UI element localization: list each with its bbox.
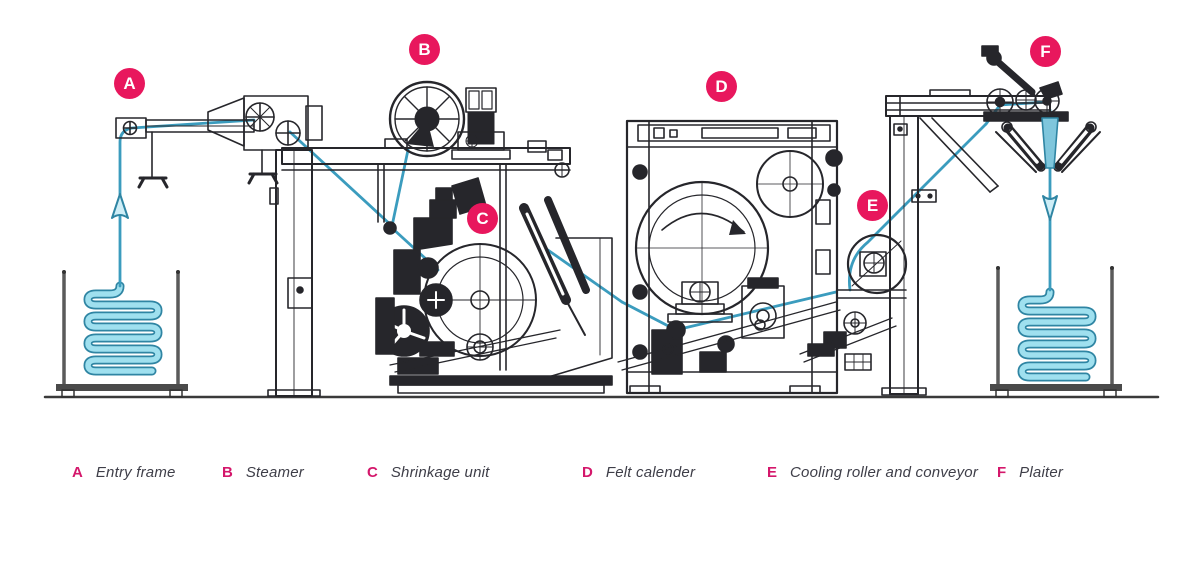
legend-label: Felt calender xyxy=(605,464,696,481)
legend-letter: D xyxy=(582,464,593,481)
left-fabric-cart xyxy=(56,270,188,398)
legend-letter: F xyxy=(997,464,1007,481)
right-fabric-pile xyxy=(1017,287,1097,382)
legend-label: Plaiter xyxy=(1019,464,1064,481)
steamer-table xyxy=(281,138,571,371)
fabric-direction-arrows xyxy=(111,193,1058,221)
marker-f: F xyxy=(1030,36,1061,67)
legend-item-a: A Entry frame xyxy=(72,464,176,481)
marker-e: E xyxy=(857,190,888,221)
legend-item-f: F Plaiter xyxy=(997,464,1063,481)
legend-label: Entry frame xyxy=(95,464,176,481)
right-fabric-cart xyxy=(990,266,1122,398)
legend-label: Cooling roller and conveyor xyxy=(790,464,979,481)
plaiter-drawing xyxy=(981,45,1101,173)
legend-label: Shrinkage unit xyxy=(390,464,490,481)
legend-item-c: C Shrinkage unit xyxy=(367,464,490,481)
felt-calender-drawing xyxy=(617,119,843,395)
steamer-drawing xyxy=(388,80,547,160)
fabric-path xyxy=(118,100,1052,332)
marker-a: A xyxy=(114,68,145,99)
legend-label: Steamer xyxy=(245,464,304,481)
exit-frame-drawing xyxy=(881,89,1051,396)
entry-frame-drawing xyxy=(115,95,323,397)
legend-letter: C xyxy=(367,464,378,481)
legend-letter: E xyxy=(767,464,778,481)
legend-item-d: D Felt calender xyxy=(582,464,695,481)
marker-d: D xyxy=(706,71,737,102)
shrinkage-unit-drawing xyxy=(375,177,613,394)
legend-letter: B xyxy=(222,464,233,481)
legend-item-b: B Steamer xyxy=(222,464,304,481)
cooling-roller-drawing xyxy=(799,233,908,371)
marker-b: B xyxy=(409,34,440,65)
legend-letter: A xyxy=(72,464,83,481)
legend-item-e: E Cooling roller and conveyor xyxy=(767,464,978,481)
left-fabric-pile xyxy=(83,281,163,376)
marker-c: C xyxy=(467,203,498,234)
